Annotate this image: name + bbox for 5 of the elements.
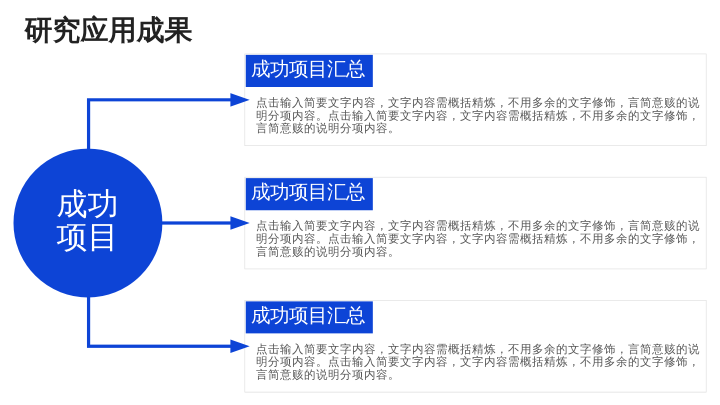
node-circle: 成功项目: [14, 148, 162, 298]
arrow: [86, 93, 250, 150]
arrow: [86, 296, 250, 353]
diagram-title: 研究应用成果: [24, 14, 192, 47]
arrow: [162, 216, 250, 230]
